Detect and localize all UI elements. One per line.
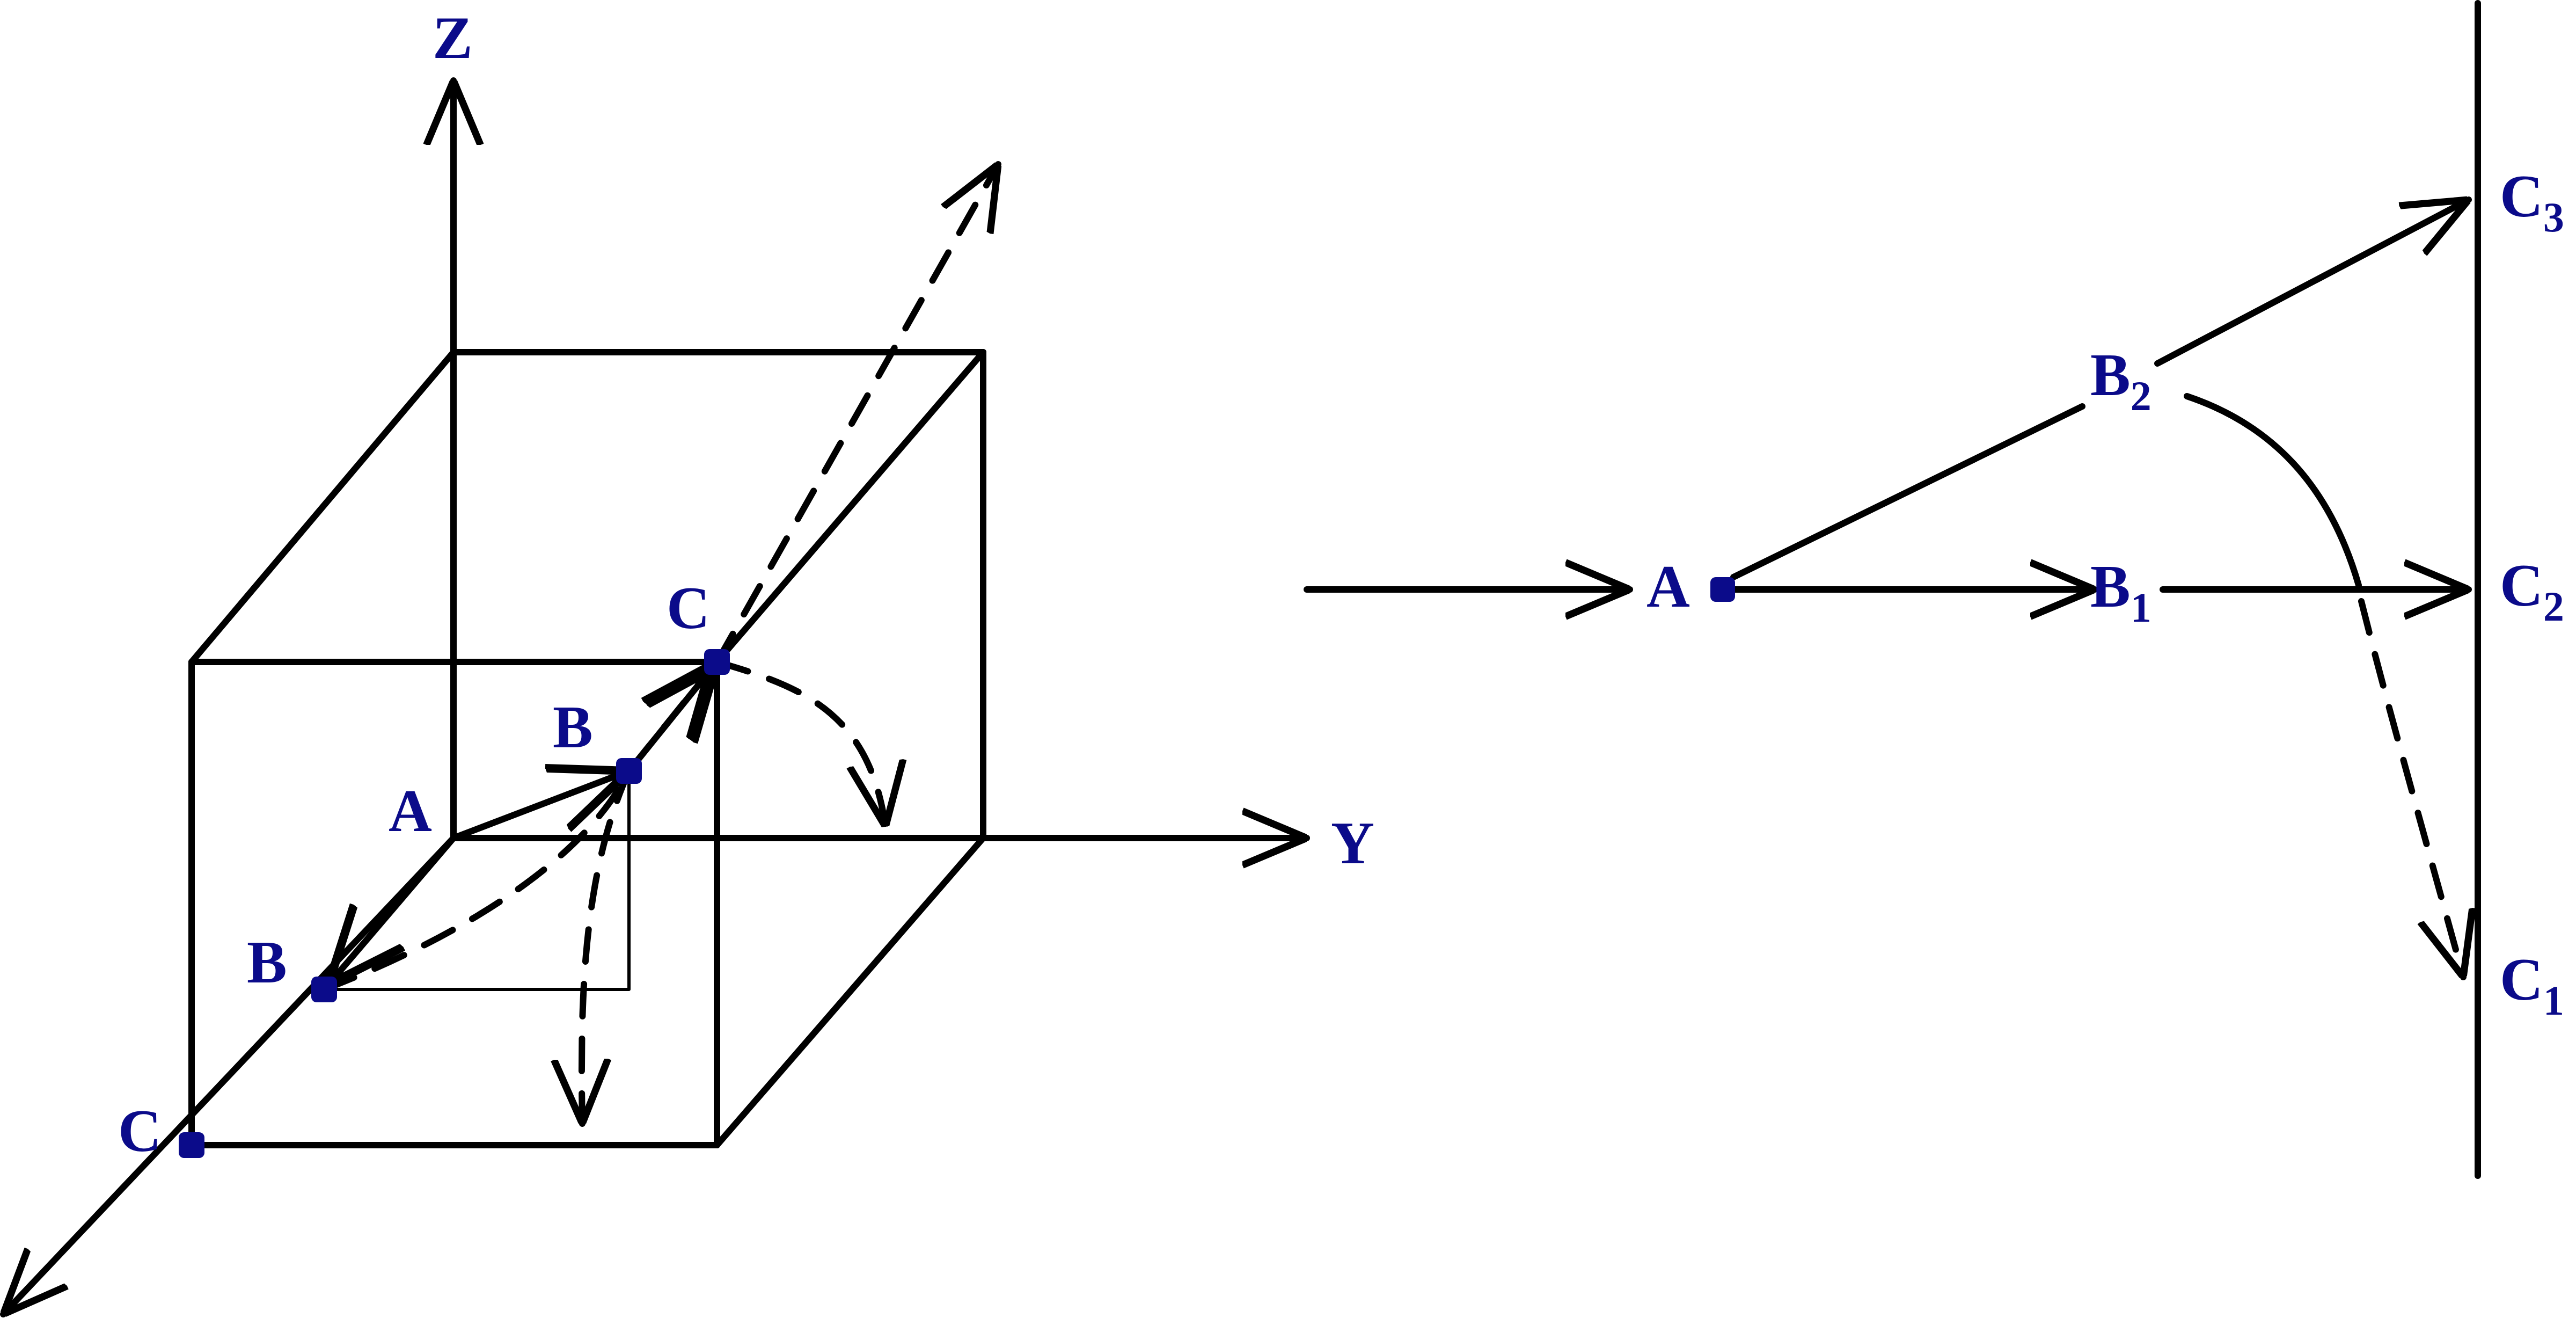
point-c1-letter: C xyxy=(2500,946,2543,1013)
point-b-front-label: B xyxy=(247,929,287,996)
point-c-inner-label: C xyxy=(667,575,710,642)
cube-edge-top-right-diagonal xyxy=(714,349,986,665)
vector-b2-to-c3 xyxy=(2154,200,2469,367)
point-a-marker-right xyxy=(1710,577,1735,602)
point-c1-index: 1 xyxy=(2543,977,2564,1024)
point-c1-label: C1 xyxy=(2500,946,2564,1024)
point-a-label-right: A xyxy=(1646,554,1690,620)
point-b-inner-label: B xyxy=(553,694,593,761)
cube-edge-bottom-right-diagonal xyxy=(714,835,986,1148)
curve-b2-solid xyxy=(2184,393,2362,588)
line-a-to-b2 xyxy=(1730,403,2085,580)
point-b2-index: 2 xyxy=(2131,373,2151,419)
point-a-label: A xyxy=(389,778,432,844)
dashed-curve-b-front-to-c-inner xyxy=(321,672,708,993)
point-b-inner-marker xyxy=(616,758,642,784)
cube-edge-top-left-diagonal xyxy=(188,349,457,665)
point-b1-letter: B xyxy=(2090,554,2131,620)
vector-a-to-b-inner xyxy=(450,771,629,841)
point-c3-index: 3 xyxy=(2543,194,2564,241)
point-c-front-marker xyxy=(179,1132,204,1158)
dashed-extension-to-far-arrow xyxy=(714,164,998,665)
cube-diagram: Z Y A B C B C xyxy=(0,5,1374,1314)
planar-diagram: A B1 B2 C3 C2 C1 xyxy=(1304,0,2564,1179)
point-b1-label: B1 xyxy=(2090,554,2151,631)
point-c3-letter: C xyxy=(2500,163,2543,230)
point-b1-index: 1 xyxy=(2131,584,2151,631)
dashed-curve-c-down-right xyxy=(714,659,885,827)
point-c-front-label: C xyxy=(118,1098,162,1164)
point-c2-label: C2 xyxy=(2500,552,2564,630)
axis-y-label: Y xyxy=(1331,810,1374,877)
point-c2-index: 2 xyxy=(2543,583,2564,630)
dashed-curve-b-down xyxy=(582,768,632,1127)
point-c-inner-marker xyxy=(704,649,730,675)
projection-guide xyxy=(323,769,631,991)
point-b2-letter: B xyxy=(2090,342,2131,409)
axis-z-label: Z xyxy=(433,5,473,71)
dashed-curve-to-c1 xyxy=(2358,598,2463,977)
point-c2-letter: C xyxy=(2500,552,2543,619)
point-c3-label: C3 xyxy=(2500,163,2564,241)
point-b2-label: B2 xyxy=(2090,342,2151,419)
x-axis-arrow xyxy=(0,835,457,1314)
point-b-front-marker xyxy=(311,977,337,1002)
vector-a-to-b-front xyxy=(328,835,457,985)
